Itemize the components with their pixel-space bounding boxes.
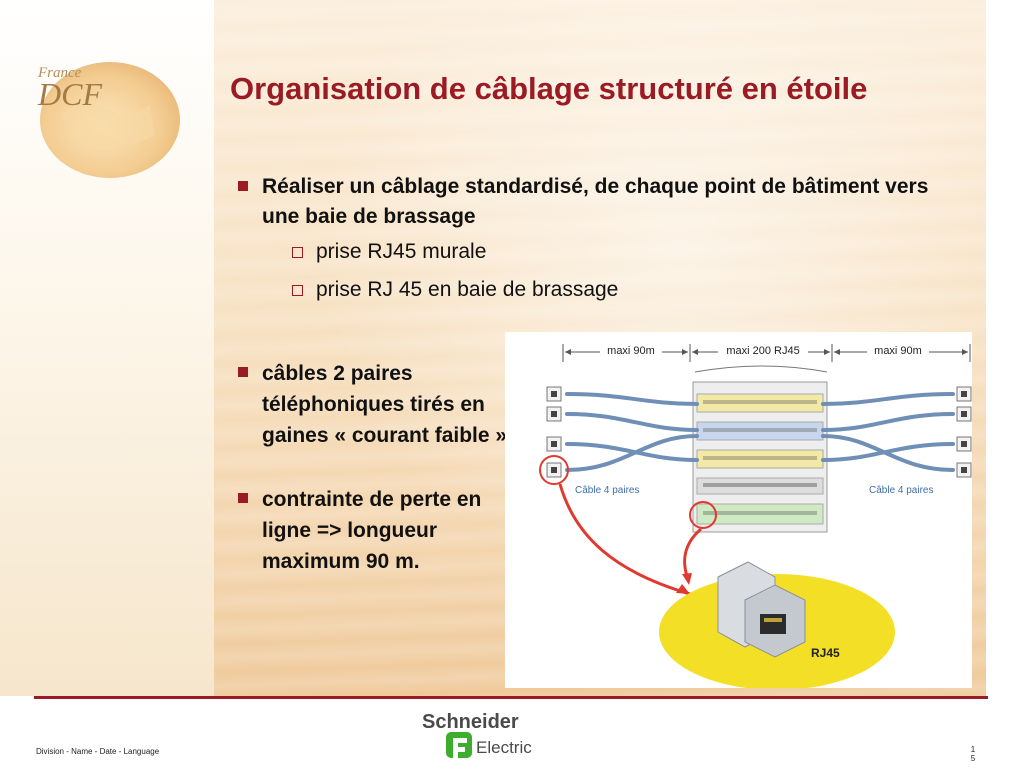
bullet-square-icon [238,367,248,377]
label-cable-right: Câble 4 paires [869,485,933,496]
sub-bullet-2: prise RJ 45 en baie de brassage [316,278,619,301]
bullet-square-icon [238,493,248,503]
bullet-square-icon [238,181,248,191]
page-number-line2: 5 [970,754,976,763]
hollow-bullet-icon [292,247,303,258]
bullet-main-1: Réaliser un câblage standardisé, de chaq… [262,175,929,228]
slide-title: Organisation de câblage structuré en éto… [230,71,868,106]
label-maxi-90m-right: maxi 90m [874,345,922,357]
brand-line2: Electric [476,738,532,757]
bullet-main-2: câbles 2 paires téléphoniques tirés en g… [262,362,508,447]
hollow-bullet-icon [292,285,303,296]
brand-line1: Schneider [422,711,519,733]
bullet-main-3: contrainte de perte en ligne => longueur… [262,488,482,573]
schneider-electric-logo: Schneider Electric [418,708,548,764]
page-number-line1: 1 [970,745,976,754]
label-cable-left: Câble 4 paires [575,485,639,496]
logo-name: DCF [37,76,102,112]
label-maxi-200-rj45: maxi 200 RJ45 [726,345,799,357]
logo-country: France [37,65,82,81]
cabling-diagram: maxi 90m maxi 200 RJ45 maxi 90m [505,332,972,688]
footer-rule [34,696,988,699]
label-rj45: RJ45 [811,646,840,660]
sub-bullet-1: prise RJ45 murale [316,240,487,263]
dcf-logo: France DCF [30,55,190,180]
footer-meta: Division - Name - Date - Language [36,747,160,756]
page-number: 1 5 [968,745,978,763]
label-maxi-90m-left: maxi 90m [607,345,655,357]
